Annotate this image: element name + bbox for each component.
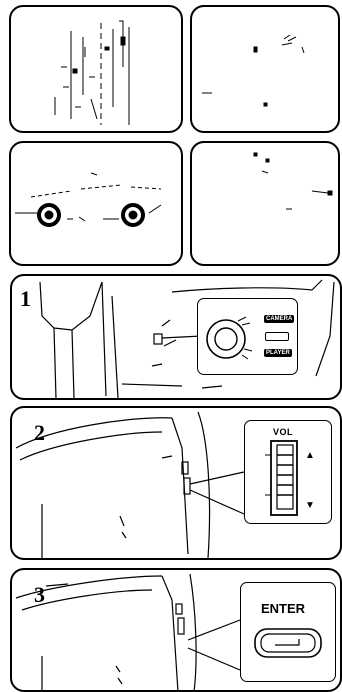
- volume-rocker-icon: [245, 421, 333, 525]
- mode-label-blank: [265, 332, 289, 341]
- step-3-panel: 3 ENTER: [10, 568, 342, 692]
- mode-label-player: PLAYER: [264, 349, 292, 357]
- mode-label-camera: CAMERA: [264, 315, 294, 323]
- screen-panel-4: [190, 141, 340, 266]
- screen-panel-3: [9, 141, 183, 266]
- screen-panel-4-art: [192, 143, 340, 266]
- step-1-panel: 1 CAMERA PLAYER: [10, 274, 342, 400]
- step-number: 2: [34, 422, 45, 444]
- screen-panel-1-art: [11, 7, 183, 133]
- step-2-panel: 2 VOL ▲ ▼: [10, 406, 342, 560]
- volume-up-icon: ▲: [305, 451, 315, 461]
- enter-button-icon: [241, 583, 337, 683]
- screen-panel-3-art: [11, 143, 183, 266]
- step-number: 1: [20, 288, 31, 310]
- screen-panel-1: [9, 5, 183, 133]
- screen-panel-2: [190, 5, 340, 133]
- screen-panel-2-art: [192, 7, 340, 133]
- mode-dial-callout: CAMERA PLAYER: [197, 298, 298, 375]
- enter-callout: ENTER: [240, 582, 336, 682]
- volume-callout: VOL ▲ ▼: [244, 420, 332, 524]
- volume-down-icon: ▼: [305, 501, 315, 511]
- step-number: 3: [34, 584, 45, 606]
